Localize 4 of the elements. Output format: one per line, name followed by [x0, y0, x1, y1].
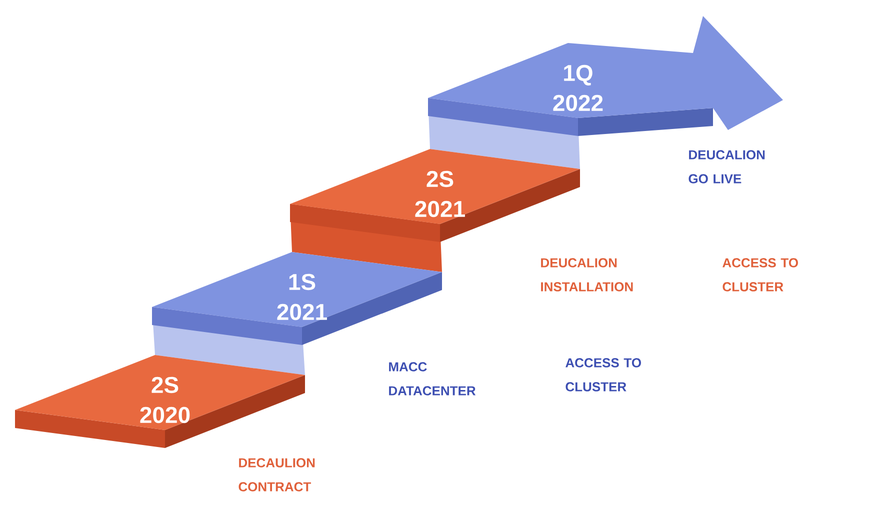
milestone-label: ACCESS TO CLUSTER [722, 258, 798, 292]
stair-step: 2S 2020 [15, 354, 305, 448]
milestone-label: DECAULION CONTRACT [238, 458, 315, 492]
milestone-label: ACCESS TO CLUSTER [566, 358, 641, 392]
